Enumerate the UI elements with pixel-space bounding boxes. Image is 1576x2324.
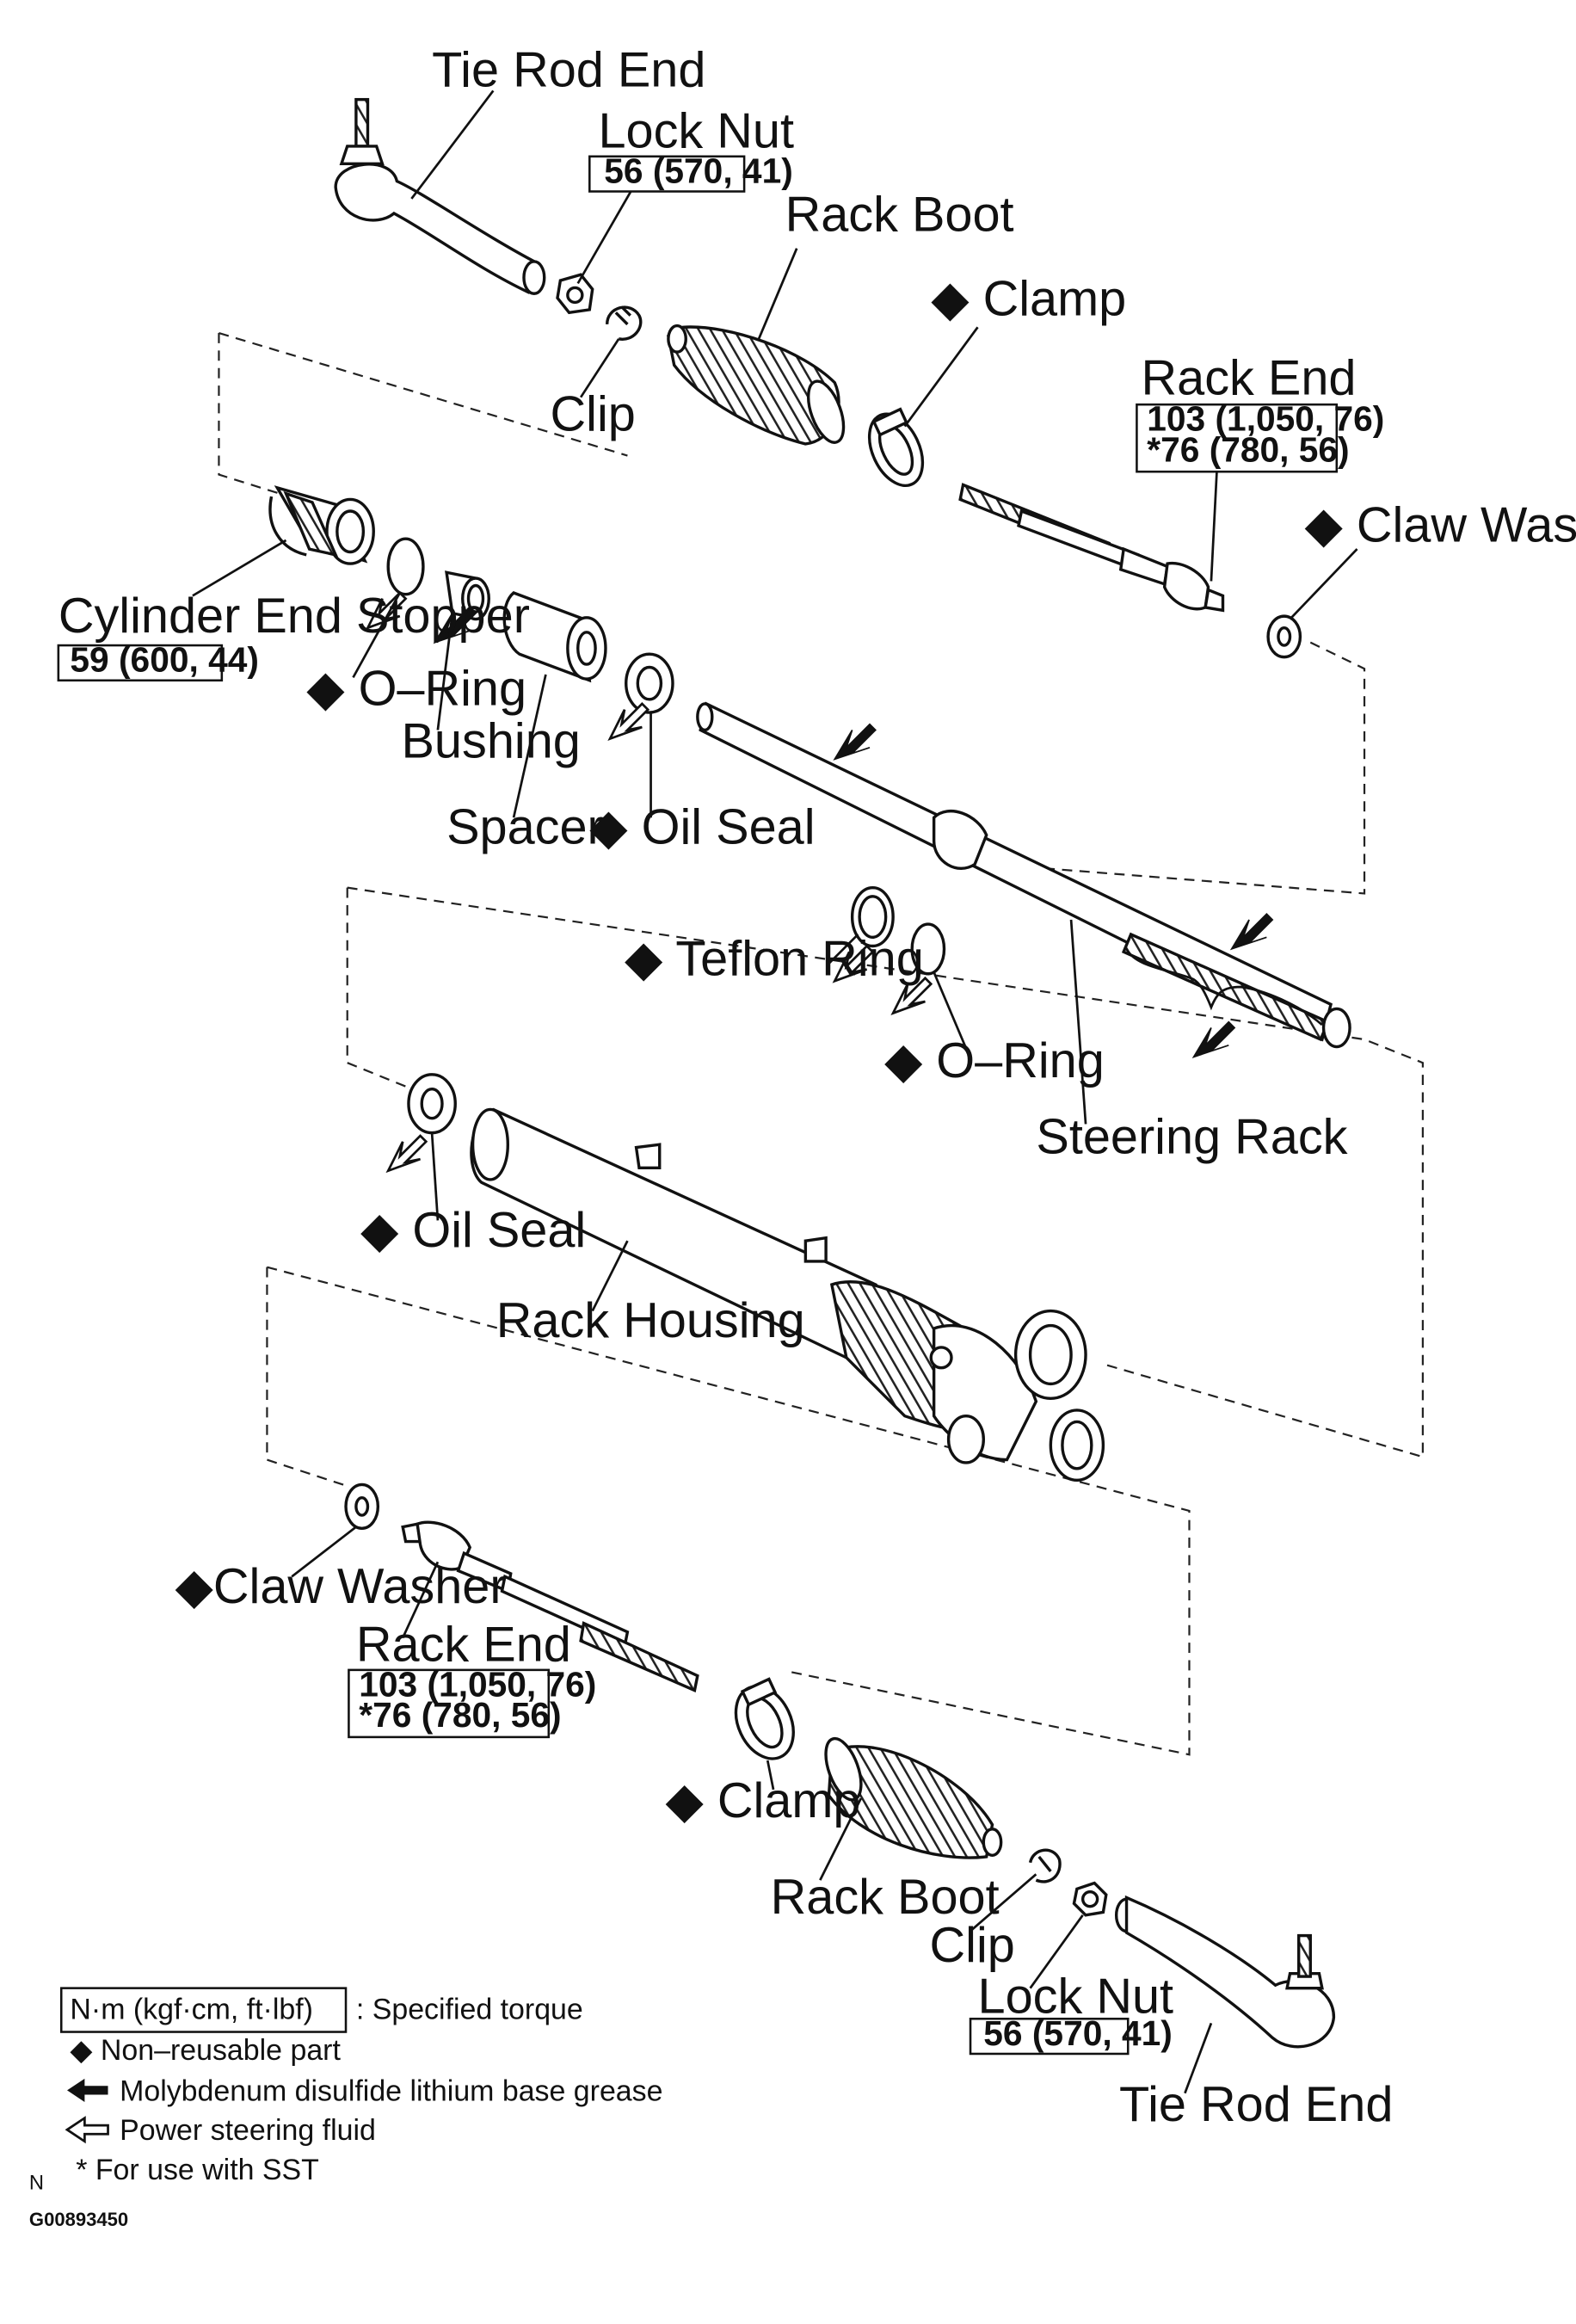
lock-nut-bottom — [1072, 1881, 1108, 1917]
legend-sst: * For use with SST — [76, 2154, 319, 2186]
label-rack-housing: Rack Housing — [496, 1293, 805, 1348]
torque-rack-end-bottom-1: 103 (1,050, 76) — [359, 1664, 596, 1704]
label-oil-seal-top: ◆ Oil Seal — [589, 800, 815, 855]
label-tie-rod-end-top: Tie Rod End — [432, 42, 705, 97]
label-tie-rod-end-bottom: Tie Rod End — [1119, 2077, 1393, 2132]
label-rack-boot-top: Rack Boot — [785, 187, 1014, 242]
rack-boot-top — [667, 324, 846, 446]
label-clamp-top: ◆ Clamp — [931, 272, 1126, 327]
label-clip-top: Clip — [551, 387, 636, 442]
label-rack-end-top: Rack End — [1142, 350, 1357, 405]
label-lock-nut-bottom: Lock Nut — [978, 1969, 1174, 2024]
leader-lines — [192, 89, 1358, 2094]
claw-washer-top — [1266, 614, 1302, 659]
o-ring-top — [386, 537, 425, 596]
part-labels: Tie Rod End Lock Nut 56 (570, 41) Rack B… — [58, 42, 1576, 2132]
legend-fluid: Power steering fluid — [120, 2114, 376, 2147]
rack-end-bottom — [401, 1520, 699, 1692]
oil-seal-mid — [407, 1073, 457, 1135]
label-o-ring-mid: ◆ O–Ring — [884, 1033, 1105, 1088]
fluid-arrows — [365, 591, 933, 1174]
teflon-ring — [850, 885, 895, 948]
torque-lock-nut-top: 56 (570, 41) — [604, 151, 793, 190]
label-lock-nut-top: Lock Nut — [598, 104, 794, 159]
o-ring-mid — [910, 922, 946, 976]
clamp-top — [867, 407, 925, 488]
legend-n-mark: N — [29, 2173, 44, 2195]
label-claw-washer-bottom: ◆Claw Washer — [175, 1559, 507, 1614]
label-oil-seal-mid: ◆ Oil Seal — [360, 1203, 586, 1258]
figure-code: G00893450 — [29, 2209, 128, 2230]
claw-washer-bottom — [344, 1483, 380, 1531]
torque-lock-nut-bottom: 56 (570, 41) — [983, 2013, 1173, 2053]
legend-grease: Molybdenum disulfide lithium base grease — [120, 2074, 662, 2107]
steering-rack — [696, 701, 1351, 1049]
torque-boxes — [57, 155, 1339, 2056]
legend-torque-units: N·m (kgf·cm, ft·lbf) — [70, 1993, 313, 2025]
lock-nut-top — [556, 273, 594, 315]
torque-rack-end-top-1: 103 (1,050, 76) — [1147, 399, 1384, 439]
label-o-ring-top: ◆ O–Ring — [306, 662, 526, 717]
rack-end-top — [958, 483, 1225, 613]
rack-housing — [470, 1107, 1105, 1483]
torque-rack-end-bottom-2: *76 (780, 56) — [359, 1695, 561, 1735]
assembly-guide-lines — [218, 331, 1424, 1756]
label-bushing: Bushing — [401, 714, 580, 769]
tie-rod-end-top — [334, 97, 546, 295]
label-cylinder-end-stopper: Cylinder End Stopper — [58, 589, 530, 644]
spacer — [502, 591, 607, 683]
oil-seal-top — [625, 652, 674, 714]
label-rack-end-bottom: Rack End — [356, 1618, 571, 1673]
label-teflon-ring: ◆ Teflon Ring — [625, 931, 924, 986]
clip-bottom — [1028, 1848, 1062, 1883]
label-steering-rack: Steering Rack — [1036, 1109, 1347, 1164]
fluid-arrow-icon — [65, 2116, 109, 2144]
label-spacer: Spacer — [446, 800, 604, 855]
label-clamp-bottom: ◆ Clamp — [666, 1773, 861, 1828]
clamp-bottom — [734, 1677, 795, 1760]
clip-top — [605, 305, 643, 341]
torque-cylinder-end-stopper: 59 (600, 44) — [70, 640, 259, 680]
legend-torque-desc: : Specified torque — [356, 1993, 583, 2025]
cylinder-end-stopper — [268, 485, 375, 565]
label-rack-boot-bottom: Rack Boot — [771, 1870, 1000, 1925]
legend: N·m (kgf·cm, ft·lbf) : Specified torque … — [29, 1993, 663, 2230]
torque-rack-end-top-2: *76 (780, 56) — [1147, 429, 1349, 469]
grease-arrow-icon — [67, 2078, 108, 2102]
label-claw-washer-top: ◆ Claw Washer — [1304, 498, 1576, 553]
rack-boot-bottom — [824, 1736, 1003, 1859]
label-clip-bottom: Clip — [930, 1918, 1015, 1973]
grease-arrows — [433, 606, 1274, 1058]
rack-teeth-brace — [1125, 948, 1323, 1026]
tie-rod-end-bottom — [1114, 1895, 1336, 2049]
legend-non-reusable: ◆ Non–reusable part — [70, 2034, 341, 2067]
